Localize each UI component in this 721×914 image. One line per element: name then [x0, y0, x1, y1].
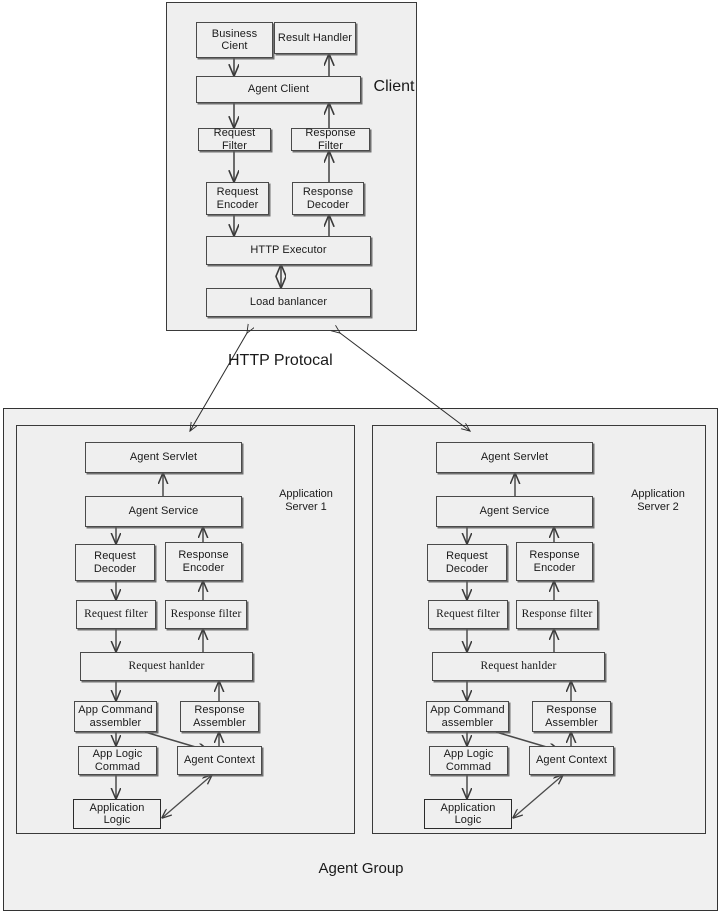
- node-request-encoder[interactable]: Request Encoder: [206, 182, 269, 215]
- node-agent-client[interactable]: Agent Client: [196, 76, 361, 103]
- s2-node-response-assembler[interactable]: Response Assembler: [532, 701, 611, 732]
- s1-node-agent-service[interactable]: Agent Service: [85, 496, 242, 527]
- s2-node-response-encoder[interactable]: Response Encoder: [516, 542, 593, 581]
- s1-node-agent-context[interactable]: Agent Context: [177, 746, 262, 775]
- http-protocol-label: HTTP Protocal: [228, 352, 333, 369]
- node-load-balancer[interactable]: Load banlancer: [206, 288, 371, 317]
- s2-node-request-filter[interactable]: Request filter: [428, 600, 508, 629]
- client-title: Client: [373, 78, 415, 95]
- node-response-decoder[interactable]: Response Decoder: [292, 182, 364, 215]
- s2-node-agent-service[interactable]: Agent Service: [436, 496, 593, 527]
- s1-node-request-filter[interactable]: Request filter: [76, 600, 156, 629]
- application-server-1-panel: [16, 425, 355, 834]
- application-server-1-label: Application Server 1: [279, 488, 333, 513]
- node-response-filter[interactable]: Response Filter: [291, 127, 370, 152]
- s1-node-response-encoder[interactable]: Response Encoder: [165, 542, 242, 581]
- agent-group-title: Agent Group: [318, 860, 404, 877]
- application-server-2-label: Application Server 2: [631, 488, 685, 513]
- s2-node-app-logic-command[interactable]: App Logic Commad: [429, 746, 508, 775]
- s2-node-response-filter[interactable]: Response filter: [516, 600, 598, 629]
- node-http-executor[interactable]: HTTP Executor: [206, 236, 371, 265]
- s2-node-agent-context[interactable]: Agent Context: [529, 746, 614, 775]
- s1-node-app-command-assembler[interactable]: App Command assembler: [74, 701, 157, 732]
- s1-node-agent-servlet[interactable]: Agent Servlet: [85, 442, 242, 473]
- node-request-filter[interactable]: Request Filter: [198, 127, 271, 152]
- s1-node-request-handler[interactable]: Request hanlder: [80, 652, 253, 681]
- s2-node-request-handler[interactable]: Request hanlder: [432, 652, 605, 681]
- s1-node-request-decoder[interactable]: Request Decoder: [75, 544, 155, 581]
- s1-node-response-assembler[interactable]: Response Assembler: [180, 701, 259, 732]
- s1-node-application-logic[interactable]: Application Logic: [73, 799, 161, 829]
- s2-node-request-decoder[interactable]: Request Decoder: [427, 544, 507, 581]
- node-result-handler[interactable]: Result Handler: [274, 22, 356, 54]
- s2-node-application-logic[interactable]: Application Logic: [424, 799, 512, 829]
- s2-node-agent-servlet[interactable]: Agent Servlet: [436, 442, 593, 473]
- s1-node-response-filter[interactable]: Response filter: [165, 600, 247, 629]
- s2-node-app-command-assembler[interactable]: App Command assembler: [426, 701, 509, 732]
- s1-node-app-logic-command[interactable]: App Logic Commad: [78, 746, 157, 775]
- node-business-client[interactable]: Business Cient: [196, 22, 273, 58]
